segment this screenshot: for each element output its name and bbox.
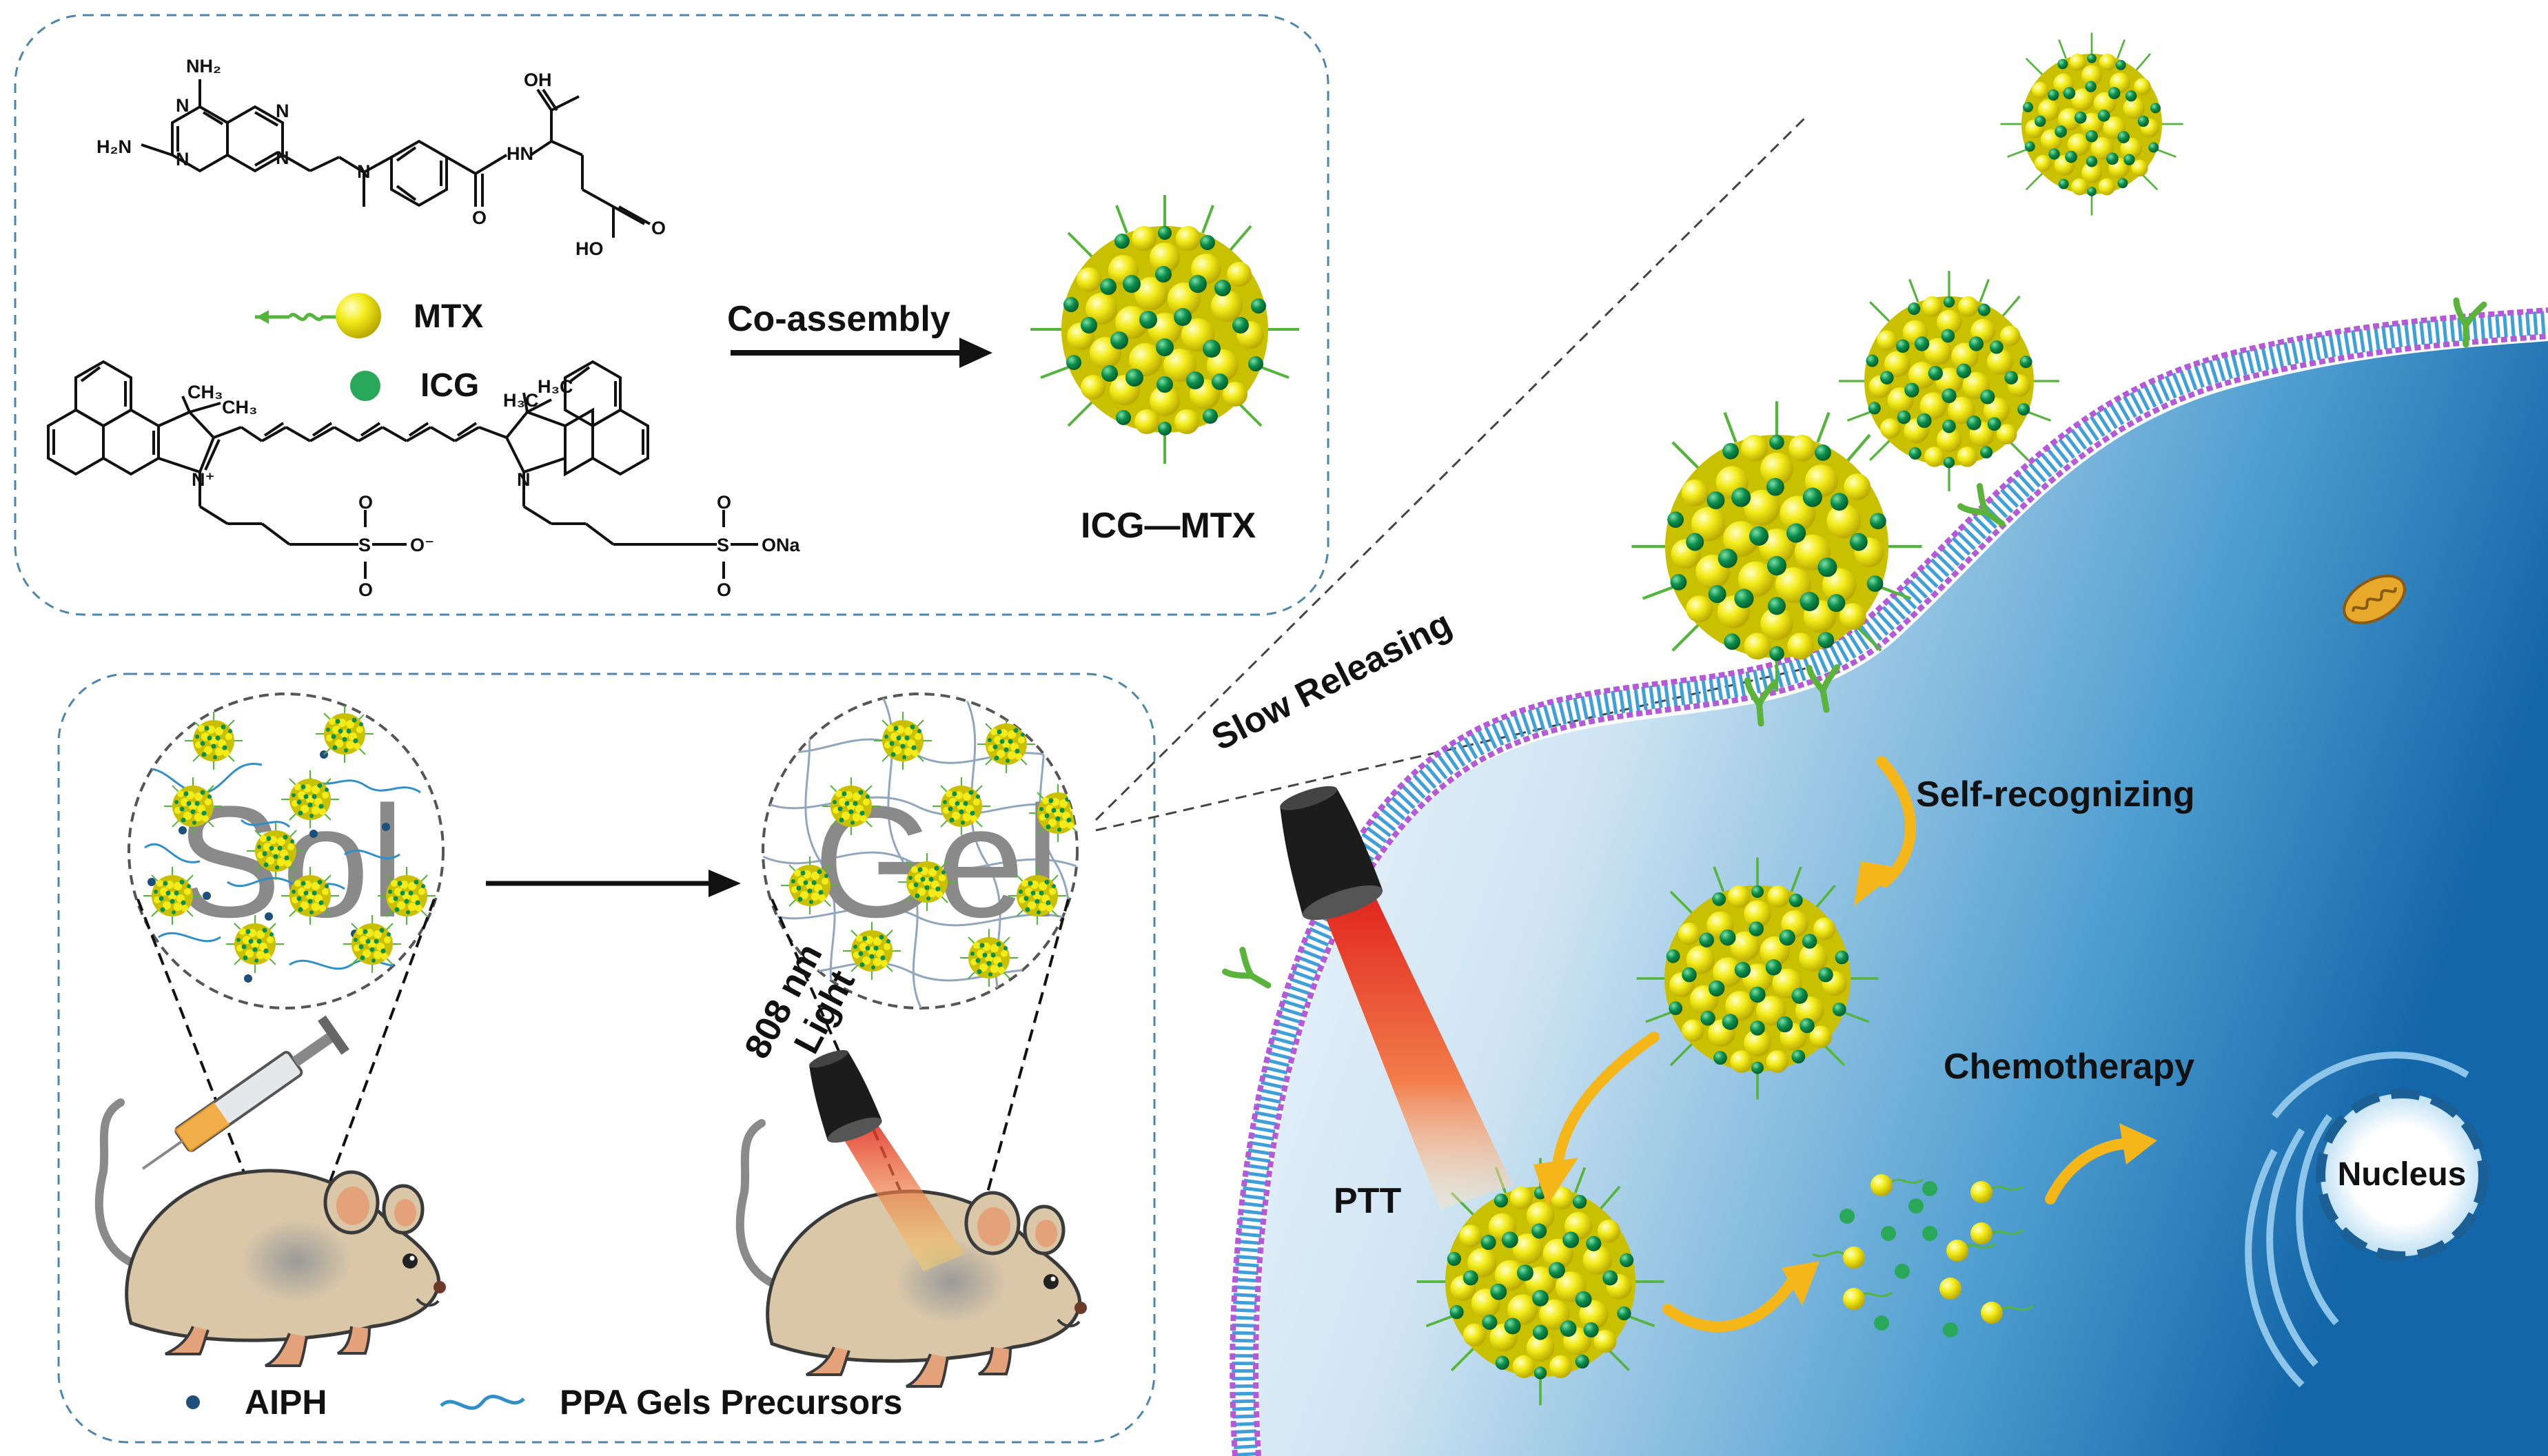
svg-text:O: O — [358, 580, 373, 600]
svg-text:O: O — [358, 492, 373, 513]
nanoparticle-free-1 — [1999, 32, 2184, 216]
nucleus-group: Nucleus — [2245, 1052, 2488, 1388]
svg-text:HN: HN — [507, 143, 533, 164]
release-line-upper — [1094, 116, 1807, 821]
svg-text:CH₃: CH₃ — [222, 397, 257, 418]
svg-text:N: N — [176, 149, 190, 170]
hydrogel-panel-border — [57, 673, 1156, 1444]
svg-text:H₃C: H₃C — [503, 390, 538, 411]
svg-text:H₂N: H₂N — [96, 136, 132, 157]
svg-text:N: N — [276, 147, 289, 168]
mouse-injection — [99, 1015, 446, 1366]
chemotherapy-label: Chemotherapy — [1944, 1047, 2194, 1087]
svg-text:N⁺: N⁺ — [192, 469, 215, 490]
icg-legend: ICG — [350, 367, 479, 404]
co-assembly-label: Co-assembly — [727, 299, 950, 339]
co-assembly-arrow: Co-assembly — [727, 299, 992, 368]
laser-beam — [1320, 889, 1513, 1209]
svg-text:ONa: ONa — [762, 535, 801, 555]
icg-structure — [47, 360, 758, 579]
svg-text:O: O — [651, 218, 666, 238]
cell-membrane — [1230, 307, 2548, 1456]
svg-text:N: N — [176, 95, 190, 116]
syringe-icon — [141, 1015, 349, 1170]
svg-text:S: S — [717, 535, 729, 555]
svg-text:O: O — [717, 580, 731, 600]
slow-releasing-label: Slow Releasing — [1205, 604, 1458, 759]
nanoparticle-bound — [1631, 401, 1922, 691]
precursors-label: PPA Gels Precursors — [560, 1383, 902, 1422]
mtx-legend-label: MTX — [414, 298, 483, 335]
svg-text:N: N — [357, 161, 371, 182]
gel-zoom: Gel — [762, 693, 1079, 1009]
icg-mtx-label: ICG—MTX — [1081, 506, 1256, 546]
svg-text:HO: HO — [575, 238, 604, 259]
receptor-5 — [1225, 947, 1277, 994]
ptt-label: PTT — [1334, 1181, 1401, 1221]
icg-sphere-icon — [350, 371, 380, 401]
svg-text:OH: OH — [524, 70, 552, 90]
mitochondrion-icon — [2343, 574, 2406, 625]
mtx-sphere-icon — [336, 293, 381, 338]
self-recognizing-label: Self-recognizing — [1916, 775, 2194, 814]
released-drugs — [1812, 1174, 2034, 1337]
nanoparticle-free-2 — [1837, 269, 2061, 493]
mtx-legend: MTX — [255, 293, 483, 338]
precursor-wave-icon — [440, 1395, 525, 1410]
svg-text:O⁻: O⁻ — [410, 535, 434, 555]
laser-icon — [1266, 777, 1387, 927]
svg-text:H₃C: H₃C — [538, 376, 573, 397]
svg-text:O: O — [717, 492, 731, 513]
hydrogel-legend: AIPH PPA Gels Precursors — [186, 1383, 902, 1422]
svg-text:CH₃: CH₃ — [187, 382, 223, 402]
release-line-lower — [1095, 667, 1806, 832]
synthesis-panel: NH₂ H₂N N N N N N OH HN O HO O MTX ICG — [14, 14, 1329, 616]
sol-zoom: Sol — [128, 693, 445, 1009]
icg-mtx-nanoparticle — [1029, 194, 1301, 465]
aiph-dot-icon — [186, 1395, 200, 1409]
mouse-irradiation: 808 nm Light — [737, 937, 1087, 1386]
mtx-structure — [141, 79, 651, 238]
cell-panel: Nucleus Slow Releasing Self-recognizing … — [1094, 32, 2548, 1456]
icg-atom-labels: CH₃ CH₃ N⁺ H₃C H₃C N S O⁻ O O S ONa O O — [187, 376, 801, 600]
svg-text:O: O — [472, 207, 487, 228]
svg-text:NH₂: NH₂ — [186, 56, 221, 76]
hydrogel-panel: Sol — [57, 673, 1156, 1444]
nucleus-label: Nucleus — [2338, 1156, 2467, 1193]
synthesis-panel-border — [14, 14, 1329, 616]
aiph-label: AIPH — [245, 1383, 327, 1422]
svg-text:S: S — [358, 535, 371, 555]
icg-legend-label: ICG — [420, 367, 479, 404]
nucleus — [2316, 1089, 2488, 1261]
mtx-atom-labels: NH₂ H₂N N N N N N OH HN O HO O — [96, 56, 666, 259]
svg-text:N: N — [276, 101, 289, 121]
svg-text:N: N — [517, 469, 531, 490]
